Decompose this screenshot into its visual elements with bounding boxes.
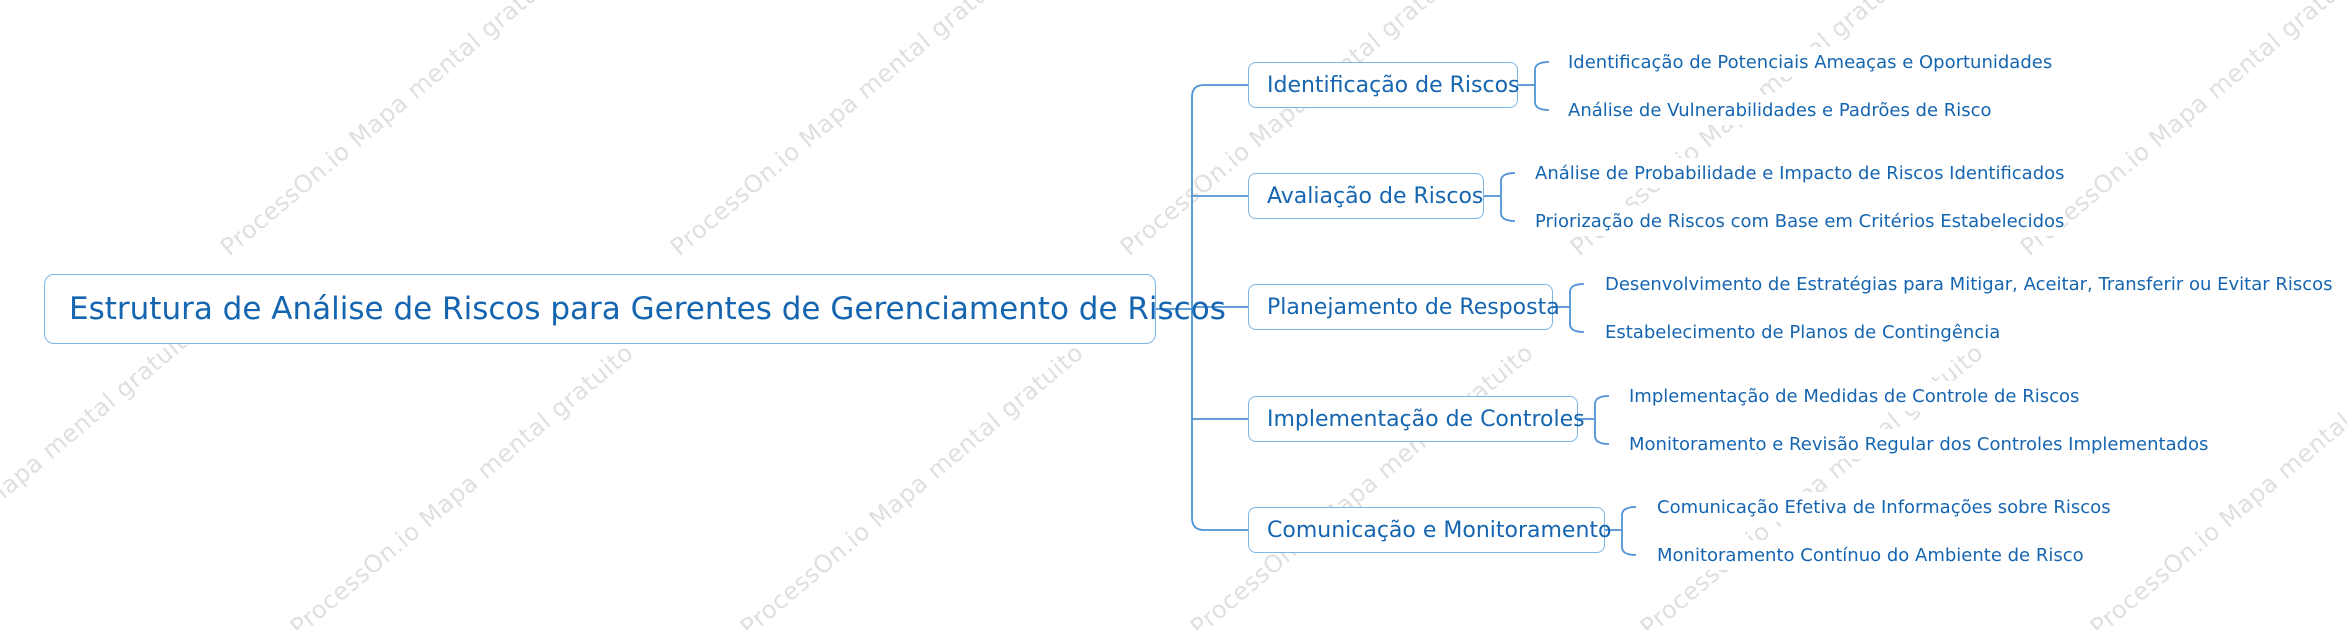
branch-topic-label: Avaliação de Riscos — [1267, 183, 1484, 209]
leaf-bracket — [1594, 395, 1610, 445]
leaf-topic-label: Análise de Probabilidade e Impacto de Ri… — [1535, 162, 2065, 184]
leaf-bracket — [1569, 283, 1585, 333]
branch-topic-label: Identificação de Riscos — [1267, 72, 1520, 98]
branch-topic-label: Implementação de Controles — [1267, 406, 1585, 432]
leaf-topic[interactable]: Desenvolvimento de Estratégias para Miti… — [1605, 269, 2333, 299]
branch-topic-identificacao[interactable]: Identificação de Riscos — [1248, 62, 1520, 108]
leaf-topic-label: Análise de Vulnerabilidades e Padrões de… — [1568, 99, 1992, 121]
branch-topic-label: Planejamento de Resposta — [1267, 294, 1560, 320]
leaf-topic-label: Estabelecimento de Planos de Contingênci… — [1605, 321, 2001, 343]
root-topic[interactable]: Estrutura de Análise de Riscos para Gere… — [44, 274, 1226, 344]
leaf-topic[interactable]: Comunicação Efetiva de Informações sobre… — [1657, 492, 2111, 522]
leaf-topic[interactable]: Estabelecimento de Planos de Contingênci… — [1605, 317, 2001, 347]
leaf-topic-label: Monitoramento e Revisão Regular dos Cont… — [1629, 433, 2209, 455]
leaf-topic[interactable]: Análise de Probabilidade e Impacto de Ri… — [1535, 158, 2065, 188]
branch-topic-planejamento[interactable]: Planejamento de Resposta — [1248, 284, 1560, 330]
leaf-topic[interactable]: Monitoramento Contínuo do Ambiente de Ri… — [1657, 540, 2084, 570]
leaf-topic[interactable]: Análise de Vulnerabilidades e Padrões de… — [1568, 95, 1992, 125]
branch-topic-avaliacao[interactable]: Avaliação de Riscos — [1248, 173, 1484, 219]
leaf-topic-label: Identificação de Potenciais Ameaças e Op… — [1568, 51, 2053, 73]
branch-topic-comunicacao[interactable]: Comunicação e Monitoramento — [1248, 507, 1612, 553]
branch-topic-label: Comunicação e Monitoramento — [1267, 517, 1612, 543]
leaf-topic-label: Comunicação Efetiva de Informações sobre… — [1657, 496, 2111, 518]
leaf-bracket — [1621, 506, 1637, 556]
leaf-topic-label: Priorização de Riscos com Base em Critér… — [1535, 210, 2065, 232]
leaf-bracket — [1500, 172, 1516, 222]
leaf-topic[interactable]: Identificação de Potenciais Ameaças e Op… — [1568, 47, 2053, 77]
leaf-topic-label: Desenvolvimento de Estratégias para Miti… — [1605, 273, 2333, 295]
root-topic-label: Estrutura de Análise de Riscos para Gere… — [69, 291, 1226, 327]
leaf-bracket — [1534, 61, 1550, 111]
leaf-topic[interactable]: Priorização de Riscos com Base em Critér… — [1535, 206, 2065, 236]
leaf-topic-label: Monitoramento Contínuo do Ambiente de Ri… — [1657, 544, 2084, 566]
branch-topic-implementacao[interactable]: Implementação de Controles — [1248, 396, 1585, 442]
leaf-topic[interactable]: Implementação de Medidas de Controle de … — [1629, 381, 2080, 411]
leaf-topic-label: Implementação de Medidas de Controle de … — [1629, 385, 2080, 407]
leaf-topic[interactable]: Monitoramento e Revisão Regular dos Cont… — [1629, 429, 2209, 459]
